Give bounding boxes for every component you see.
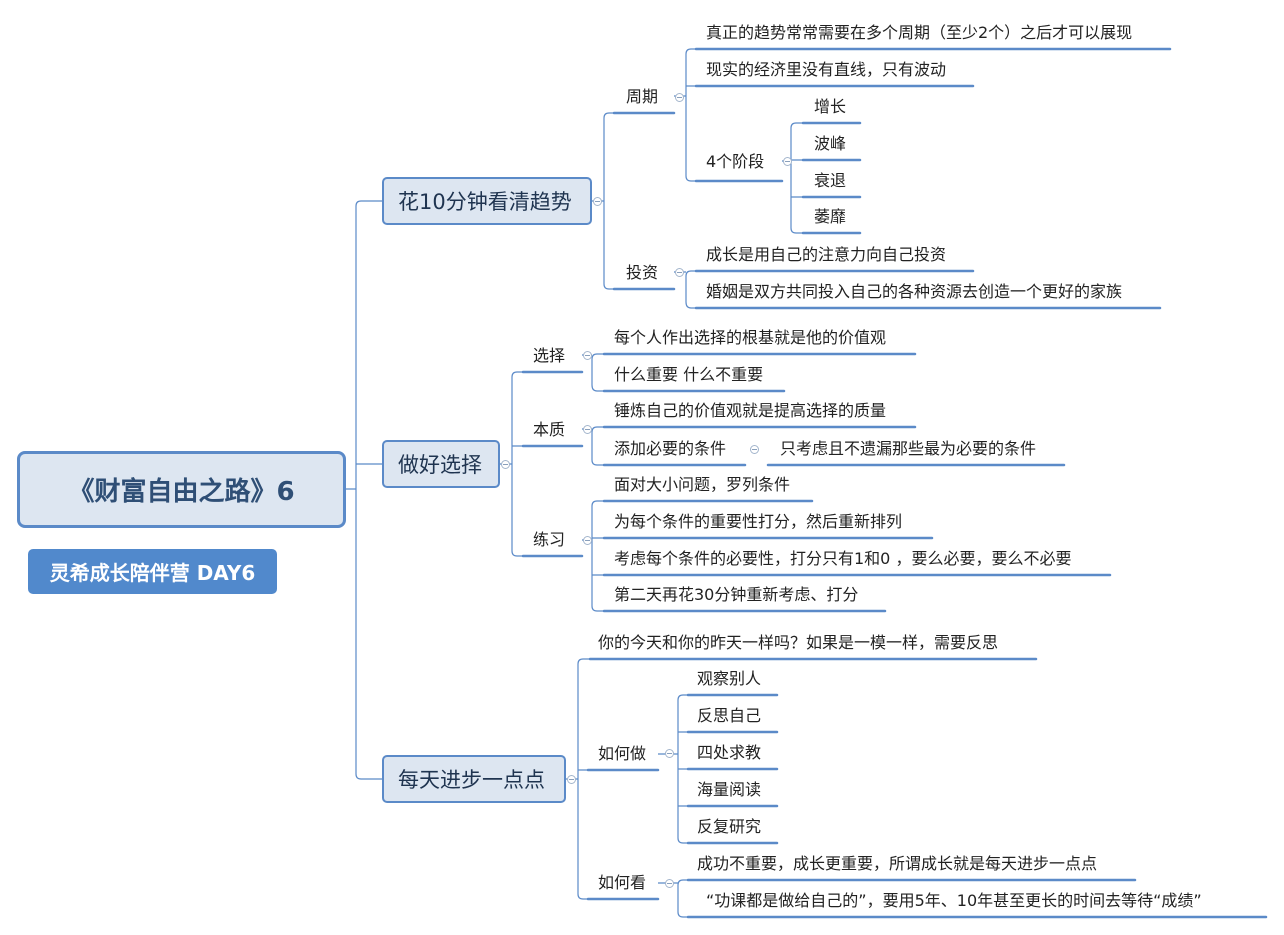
node-essence[interactable]: 本质 xyxy=(533,420,566,439)
node-stage[interactable]: 衰退 xyxy=(814,171,847,190)
node-select[interactable]: 选择 xyxy=(533,346,566,365)
collapse-icon[interactable] xyxy=(583,536,592,545)
node-how-see[interactable]: 如何看 xyxy=(598,873,647,892)
node-essence-item[interactable]: 添加必要的条件 xyxy=(614,439,727,458)
node-stage[interactable]: 萎靡 xyxy=(814,207,847,226)
node-practice-item[interactable]: 第二天再花30分钟重新考虑、打分 xyxy=(614,585,859,604)
node-invest-item[interactable]: 成长是用自己的注意力向自己投资 xyxy=(706,245,947,264)
collapse-icon[interactable] xyxy=(675,93,684,102)
node-stage[interactable]: 波峰 xyxy=(814,134,847,153)
node-stage[interactable]: 增长 xyxy=(814,97,847,116)
node-select-item[interactable]: 每个人作出选择的根基就是他的价值观 xyxy=(614,328,887,347)
topic-choice[interactable]: 做好选择 xyxy=(382,440,500,488)
topic-trend[interactable]: 花10分钟看清趋势 xyxy=(382,177,592,225)
topic-daily[interactable]: 每天进步一点点 xyxy=(382,755,566,803)
camp-day-badge: 灵希成长陪伴营 DAY6 xyxy=(28,549,277,594)
root-topic[interactable]: 《财富自由之路》6 xyxy=(17,451,346,528)
collapse-icon[interactable] xyxy=(593,197,602,206)
collapse-icon[interactable] xyxy=(567,775,576,784)
node-how-see-item[interactable]: “功课都是做给自己的”，要用5年、10年甚至更长的时间去等待“成绩” xyxy=(706,891,1202,910)
node-how-do-item[interactable]: 反复研究 xyxy=(697,817,762,836)
node-daily-question[interactable]: 你的今天和你的昨天一样吗？如果是一模一样，需要反思 xyxy=(598,633,999,652)
node-practice-item[interactable]: 为每个条件的重要性打分，然后重新排列 xyxy=(614,512,903,531)
node-practice[interactable]: 练习 xyxy=(533,530,566,549)
node-stages[interactable]: 4个阶段 xyxy=(706,152,765,171)
node-select-item[interactable]: 什么重要 什么不重要 xyxy=(614,365,764,384)
node-cycle[interactable]: 周期 xyxy=(626,87,659,106)
node-cycle-item[interactable]: 真正的趋势常常需要在多个周期（至少2个）之后才可以展现 xyxy=(706,23,1133,42)
node-cycle-item[interactable]: 现实的经济里没有直线，只有波动 xyxy=(706,60,947,79)
collapse-icon[interactable] xyxy=(583,425,592,434)
node-how-do-item[interactable]: 观察别人 xyxy=(697,669,762,688)
node-invest[interactable]: 投资 xyxy=(626,263,659,282)
node-how-see-item[interactable]: 成功不重要，成长更重要，所谓成长就是每天进步一点点 xyxy=(697,854,1098,873)
node-essence-sub[interactable]: 只考虑且不遗漏那些最为必要的条件 xyxy=(780,439,1037,458)
node-invest-item[interactable]: 婚姻是双方共同投入自己的各种资源去创造一个更好的家族 xyxy=(706,282,1123,301)
node-practice-item[interactable]: 考虑每个条件的必要性，打分只有1和0 ，要么必要，要么不必要 xyxy=(614,549,1072,568)
collapse-icon[interactable] xyxy=(665,879,674,888)
node-essence-item[interactable]: 锤炼自己的价值观就是提高选择的质量 xyxy=(614,401,887,420)
collapse-icon[interactable] xyxy=(750,445,759,454)
node-how-do-item[interactable]: 海量阅读 xyxy=(697,780,762,799)
node-how-do[interactable]: 如何做 xyxy=(598,744,647,763)
collapse-icon[interactable] xyxy=(583,351,592,360)
collapse-icon[interactable] xyxy=(675,268,684,277)
collapse-icon[interactable] xyxy=(665,749,674,758)
node-how-do-item[interactable]: 四处求教 xyxy=(697,743,762,762)
collapse-icon[interactable] xyxy=(783,157,792,166)
node-practice-item[interactable]: 面对大小问题，罗列条件 xyxy=(614,475,791,494)
node-how-do-item[interactable]: 反思自己 xyxy=(697,706,762,725)
collapse-icon[interactable] xyxy=(501,460,510,469)
